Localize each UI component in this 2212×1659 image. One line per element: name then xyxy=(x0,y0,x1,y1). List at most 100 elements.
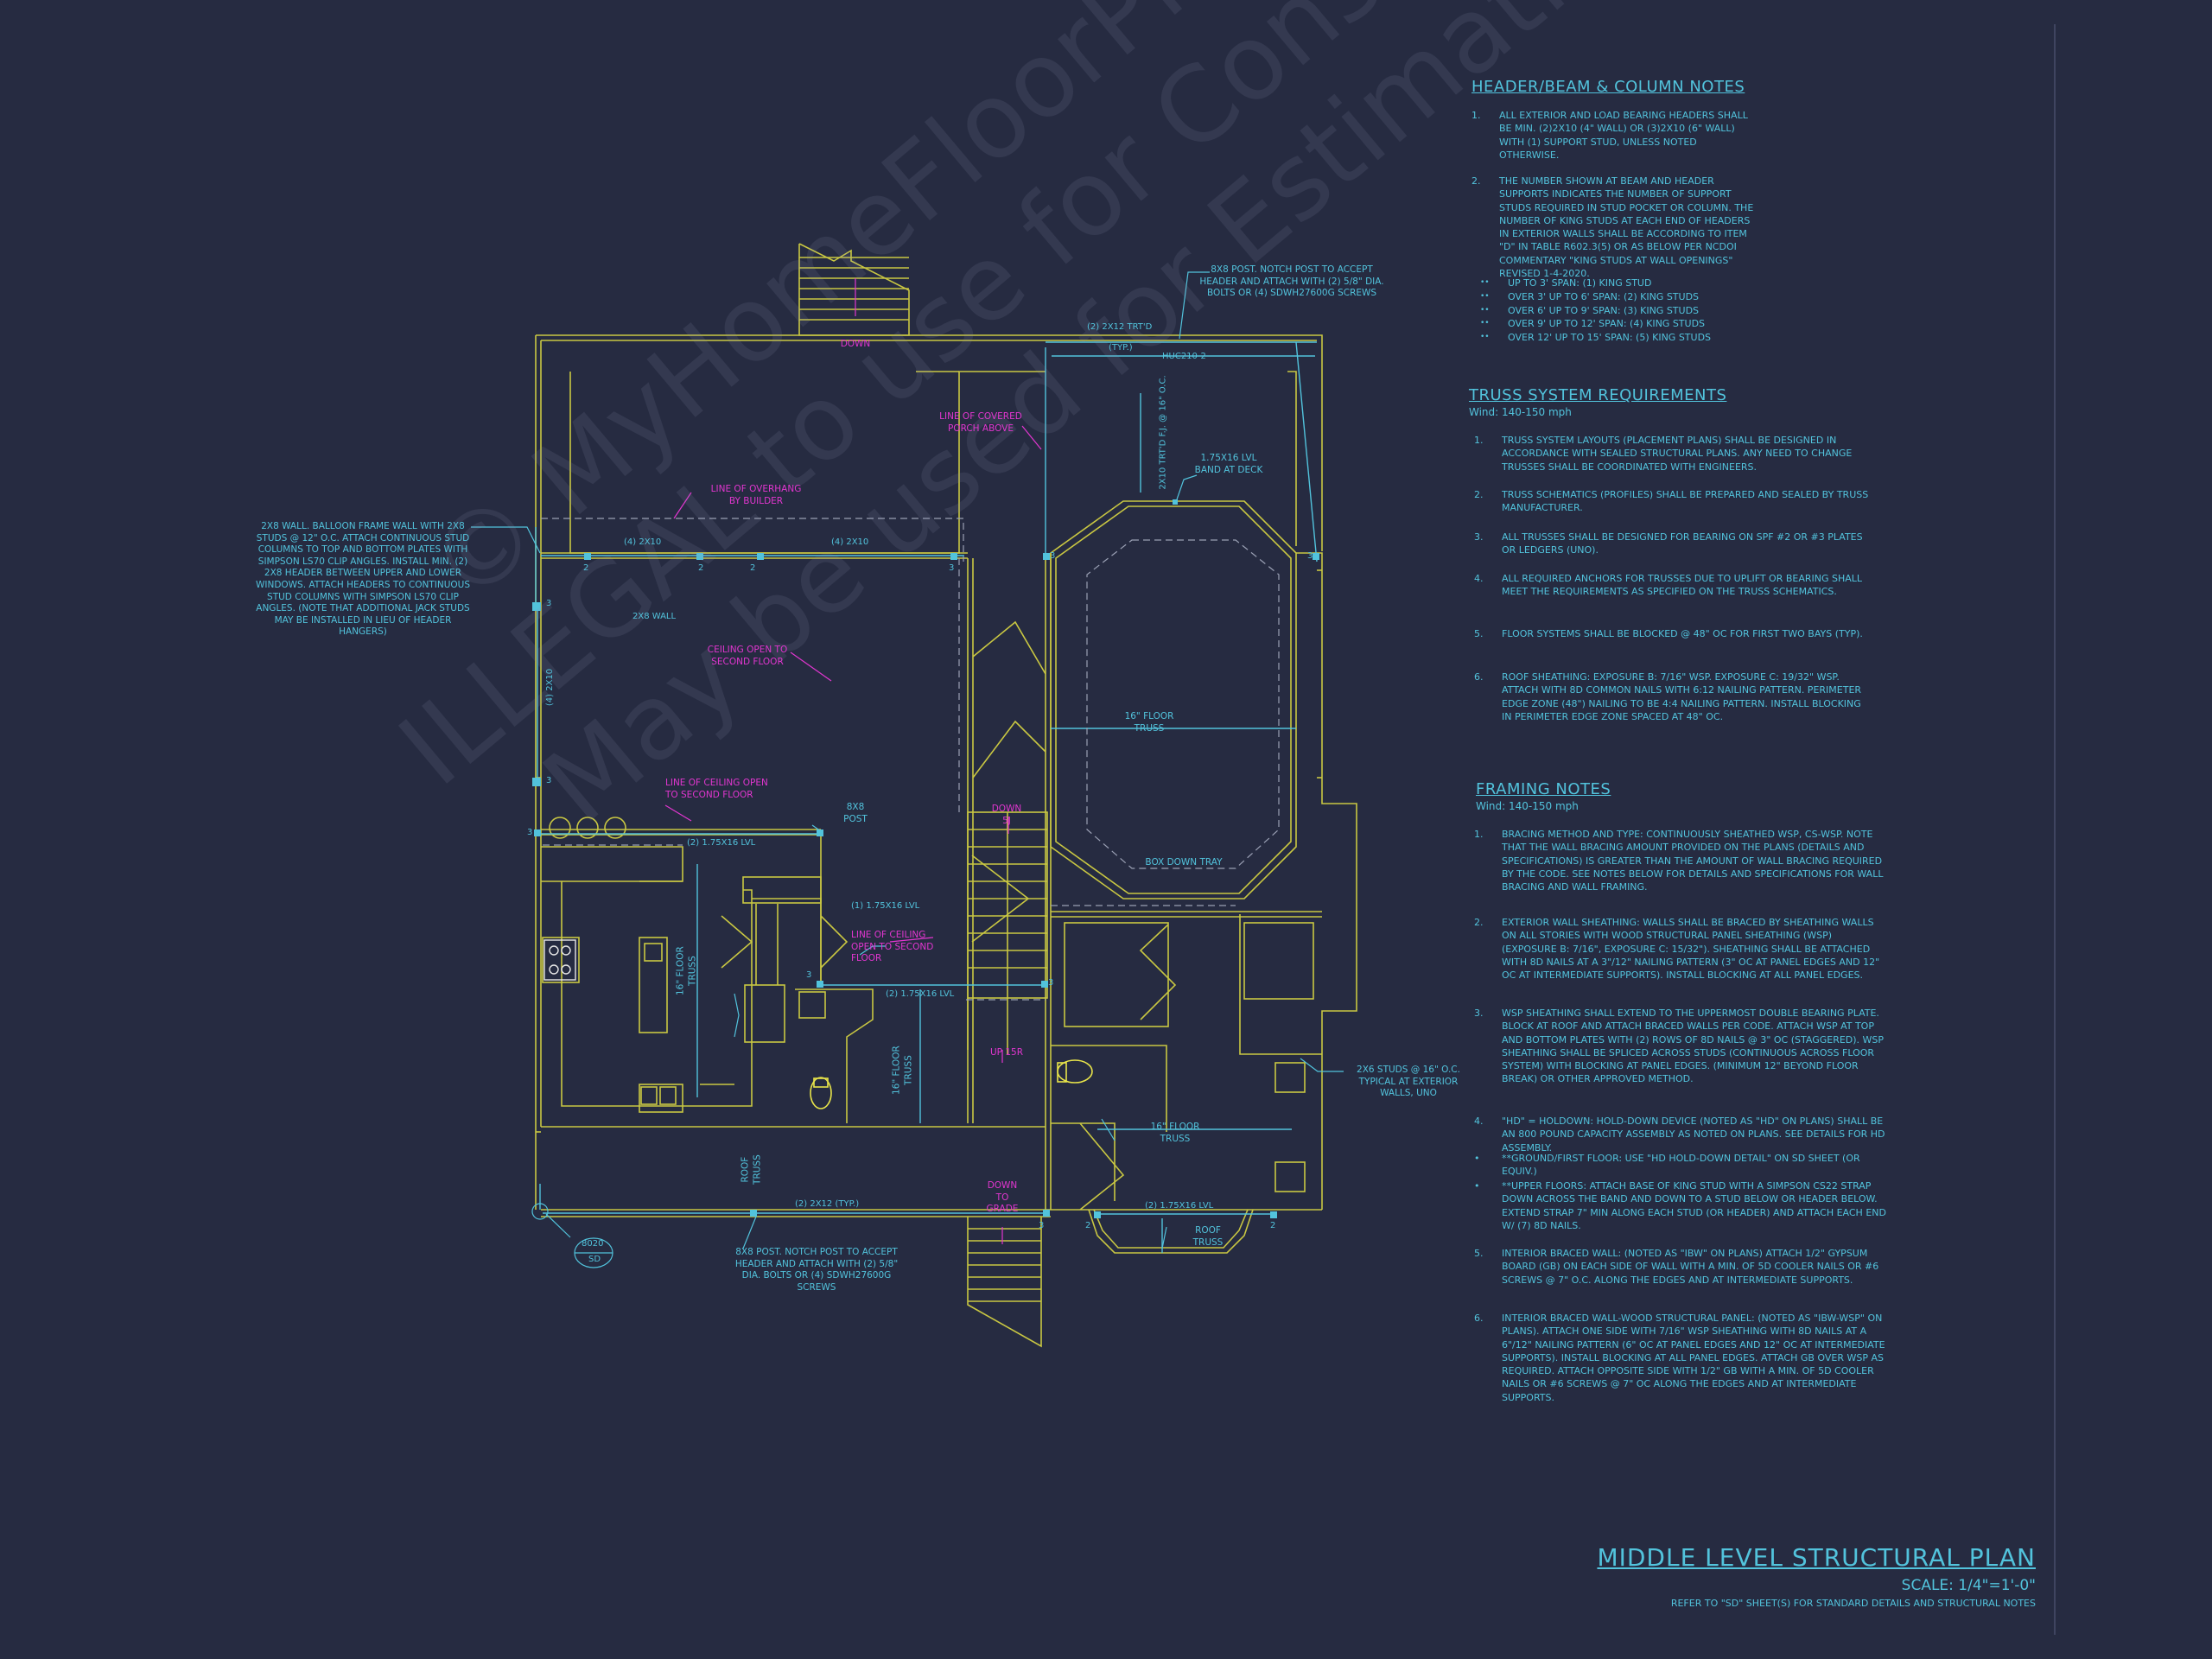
king-stud-item: OVER 6' UP TO 9' SPAN: (3) KING STUDS xyxy=(1480,304,1757,318)
truss-wind: Wind: 140-150 mph xyxy=(1469,406,1572,418)
label-floor-truss-left: 16" FLOOR TRUSS xyxy=(675,946,697,996)
note-number: 4. xyxy=(1474,573,1484,584)
note-number: 6. xyxy=(1474,671,1484,683)
header-note-1: 1. ALL EXTERIOR AND LOAD BEARING HEADERS… xyxy=(1471,109,1758,162)
label-roof-truss-left: ROOF TRUSS xyxy=(740,1154,762,1185)
callout-ceiling-open-3: LINE OF CEILING OPEN TO SECOND FLOOR xyxy=(851,930,934,964)
framing-note-2: 2. EXTERIOR WALL SHEATHING: WALLS SHALL … xyxy=(1474,916,1886,982)
post-count: 2 xyxy=(583,563,589,573)
post-count: 3 xyxy=(806,970,812,980)
callout-8x8-post: 8x8 POST xyxy=(843,802,868,824)
framing-notes-title: FRAMING NOTES xyxy=(1476,780,1611,798)
callout-post-top: 8x8 POST. NOTCH POST TO ACCEPT HEADER AN… xyxy=(1199,264,1384,299)
post-count: 2 xyxy=(750,563,756,573)
note-text: ALL TRUSSES SHALL BE DESIGNED FOR BEARIN… xyxy=(1502,531,1863,556)
label-roof-truss-bay: ROOF TRUSS xyxy=(1192,1225,1224,1248)
floor-plan xyxy=(535,243,1357,1348)
label-floor-truss-mid: 16" FLOOR TRUSS xyxy=(891,1046,913,1096)
note-number: 6. xyxy=(1474,1313,1484,1324)
note-text: THE NUMBER SHOWN AT BEAM AND HEADER SUPP… xyxy=(1499,175,1754,280)
note-text: "HD" = HOLDOWN: HOLD-DOWN DEVICE (NOTED … xyxy=(1502,1116,1885,1154)
label-lvl-single: (1) 1.75x16 LVL xyxy=(851,901,920,911)
detail-tag-top: 8020 xyxy=(582,1239,604,1249)
note-text: ALL REQUIRED ANCHORS FOR TRUSSES DUE TO … xyxy=(1502,573,1863,598)
framing-note-5: 5. INTERIOR BRACED WALL: (NOTED AS "IBW"… xyxy=(1474,1247,1886,1287)
beam-lines xyxy=(535,341,1318,1253)
callout-leaders xyxy=(471,271,1344,1268)
label-lvl-bay: (2) 1.75x16 LVL xyxy=(1145,1201,1214,1211)
post-count: 2 xyxy=(698,563,704,573)
sheet-scale: SCALE: 1/4"=1'-0" xyxy=(1901,1577,2036,1594)
post-count: 3 xyxy=(546,776,552,785)
callout-ceiling-open-1: CEILING OPEN TO SECOND FLOOR xyxy=(707,645,788,667)
note-text: INTERIOR BRACED WALL: (NOTED AS "IBW" ON… xyxy=(1502,1248,1879,1286)
truss-note-2: 2. TRUSS SCHEMATICS (PROFILES) SHALL BE … xyxy=(1474,488,1873,515)
range-icon xyxy=(543,939,576,981)
label-floor-truss-main: 16" FLOOR TRUSS xyxy=(1124,711,1174,734)
label-header-2x10-b: (4) 2x10 xyxy=(831,537,869,547)
exterior-walls xyxy=(535,334,1357,1348)
note-text: **UPPER FLOORS: ATTACH BASE OF KING STUD… xyxy=(1502,1180,1886,1231)
label-floor-truss-lower: 16" FLOOR TRUSS xyxy=(1150,1122,1200,1144)
dashed-lines xyxy=(541,518,1280,1001)
framing-note-3: 3. WSP SHEATHING SHALL EXTEND TO THE UPP… xyxy=(1474,1007,1886,1086)
note-number: 4. xyxy=(1474,1116,1484,1127)
truss-note-1: 1. TRUSS SYSTEM LAYOUTS (PLACEMENT PLANS… xyxy=(1474,434,1873,474)
note-number: 1. xyxy=(1471,110,1481,121)
king-stud-list: UP TO 3' SPAN: (1) KING STUD OVER 3' UP … xyxy=(1480,276,1757,345)
top-stair xyxy=(798,243,910,336)
king-stud-item: OVER 9' UP TO 12' SPAN: (4) KING STUDS xyxy=(1480,317,1757,331)
callout-box-down: BOX DOWN TRAY xyxy=(1145,857,1223,868)
post-count: 3 xyxy=(1050,551,1056,561)
king-stud-item: OVER 12' UP TO 15' SPAN: (5) KING STUDS xyxy=(1480,331,1757,345)
note-text: ROOF SHEATHING: EXPOSURE B: 7/16" WSP. E… xyxy=(1502,671,1862,722)
framing-note-6: 6. INTERIOR BRACED WALL-WOOD STRUCTURAL … xyxy=(1474,1312,1886,1404)
note-number: • xyxy=(1474,1180,1480,1192)
note-number: 5. xyxy=(1474,1248,1484,1259)
framing-note-1: 1. BRACING METHOD AND TYPE: CONTINUOUSLY… xyxy=(1474,828,1886,893)
label-down-top: DOWN xyxy=(840,339,871,349)
callout-covered-porch: LINE OF COVERED PORCH ABOVE xyxy=(939,411,1022,434)
truss-note-5: 5. FLOOR SYSTEMS SHALL BE BLOCKED @ 48" … xyxy=(1474,627,1873,640)
header-note-2: 2. THE NUMBER SHOWN AT BEAM AND HEADER S… xyxy=(1471,175,1758,280)
title-block: MIDDLE LEVEL STRUCTURAL PLAN SCALE: 1/4"… xyxy=(1597,1543,2036,1609)
header-notes-title: HEADER/BEAM & COLUMN NOTES xyxy=(1471,78,1745,96)
callout-overhang: LINE OF OVERHANG BY BUILDER xyxy=(710,484,802,506)
label-header-2x10-side: (4) 2x10 xyxy=(545,668,556,707)
post-markers xyxy=(532,499,1319,1218)
note-text: INTERIOR BRACED WALL-WOOD STRUCTURAL PAN… xyxy=(1502,1313,1885,1403)
label-header-2x10-a: (4) 2x10 xyxy=(624,537,662,547)
label-down-stair: DOWN 5J xyxy=(991,804,1022,826)
post-count: 2 xyxy=(1270,1221,1276,1230)
label-huc: HUC210-2 xyxy=(1162,352,1206,361)
label-trtd-top: (2) 2x12 TRT'D xyxy=(1087,322,1153,332)
truss-note-3: 3. ALL TRUSSES SHALL BE DESIGNED FOR BEA… xyxy=(1474,531,1873,557)
post-count: 3 xyxy=(1307,551,1313,561)
king-stud-item: OVER 3' UP TO 6' SPAN: (2) KING STUDS xyxy=(1480,290,1757,304)
note-number: 3. xyxy=(1474,531,1484,543)
post-count: 3 xyxy=(949,563,955,573)
label-wall-2x8: 2x8 WALL xyxy=(632,612,677,621)
post-count: 3 xyxy=(1048,978,1054,988)
callout-studs-ext: 2x6 STUDS @ 16" O.C. TYPICAL AT EXTERIOR… xyxy=(1357,1065,1460,1099)
framing-wind: Wind: 140-150 mph xyxy=(1476,800,1579,812)
bottom-stair xyxy=(967,1217,1042,1348)
callout-post-bottom: 8x8 POST. NOTCH POST TO ACCEPT HEADER AN… xyxy=(734,1247,899,1293)
note-number: • xyxy=(1474,1153,1480,1164)
framing-note-4a: • **GROUND/FIRST FLOOR: USE "HD HOLD-DOW… xyxy=(1474,1152,1886,1179)
truss-note-4: 4. ALL REQUIRED ANCHORS FOR TRUSSES DUE … xyxy=(1474,572,1873,599)
label-typ-top: (TYP.) xyxy=(1109,343,1133,353)
framing-note-4: 4. "HD" = HOLDOWN: HOLD-DOWN DEVICE (NOT… xyxy=(1474,1115,1886,1154)
post-count: 3 xyxy=(527,828,533,837)
note-number: 1. xyxy=(1474,435,1484,446)
note-text: ALL EXTERIOR AND LOAD BEARING HEADERS SH… xyxy=(1499,110,1748,161)
note-number: 2. xyxy=(1474,489,1484,500)
detail-tag-bottom: SD xyxy=(588,1255,601,1264)
note-number: 3. xyxy=(1474,1007,1484,1019)
king-stud-item: UP TO 3' SPAN: (1) KING STUD xyxy=(1480,276,1757,290)
note-text: FLOOR SYSTEMS SHALL BE BLOCKED @ 48" OC … xyxy=(1502,628,1863,639)
callout-balloon-wall: 2x8 WALL. BALLOON FRAME WALL WITH 2x8 ST… xyxy=(255,521,471,638)
framing-notes: FRAMING NOTES Wind: 140-150 mph 1. BRACI… xyxy=(1474,780,1886,1403)
truss-note-6: 6. ROOF SHEATHING: EXPOSURE B: 7/16" WSP… xyxy=(1474,671,1873,723)
